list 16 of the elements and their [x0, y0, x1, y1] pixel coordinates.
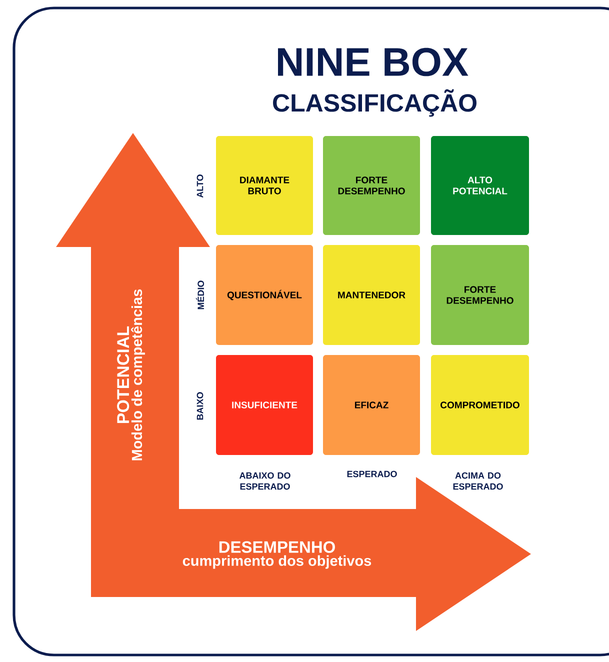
grid-box: FORTE DESEMPENHO — [431, 245, 529, 345]
grid-box: QUESTIONÁVEL — [216, 245, 313, 345]
grid-box: MANTENEDOR — [323, 245, 420, 345]
axis-label: BAIXO — [196, 392, 204, 420]
grid-box: COMPROMETIDO — [431, 355, 529, 455]
grid-box: DIAMANTE BRUTO — [216, 136, 313, 235]
grid-box: INSUFICIENTE — [216, 355, 313, 455]
grid-box: FORTE DESEMPENHO — [323, 136, 420, 235]
axis-label: MÉDIO — [196, 280, 204, 310]
title: NINE BOX — [278, 48, 468, 76]
node-label: DESEMPENHO — [219, 541, 335, 553]
subtitle: CLASSIFICAÇÃO — [273, 89, 476, 117]
axis-label: ALTO — [196, 174, 204, 198]
grid-box: EFICAZ — [323, 355, 420, 455]
axis-label: ESPERADO — [347, 470, 397, 478]
grid-box: ALTO POTENCIAL — [431, 136, 529, 235]
